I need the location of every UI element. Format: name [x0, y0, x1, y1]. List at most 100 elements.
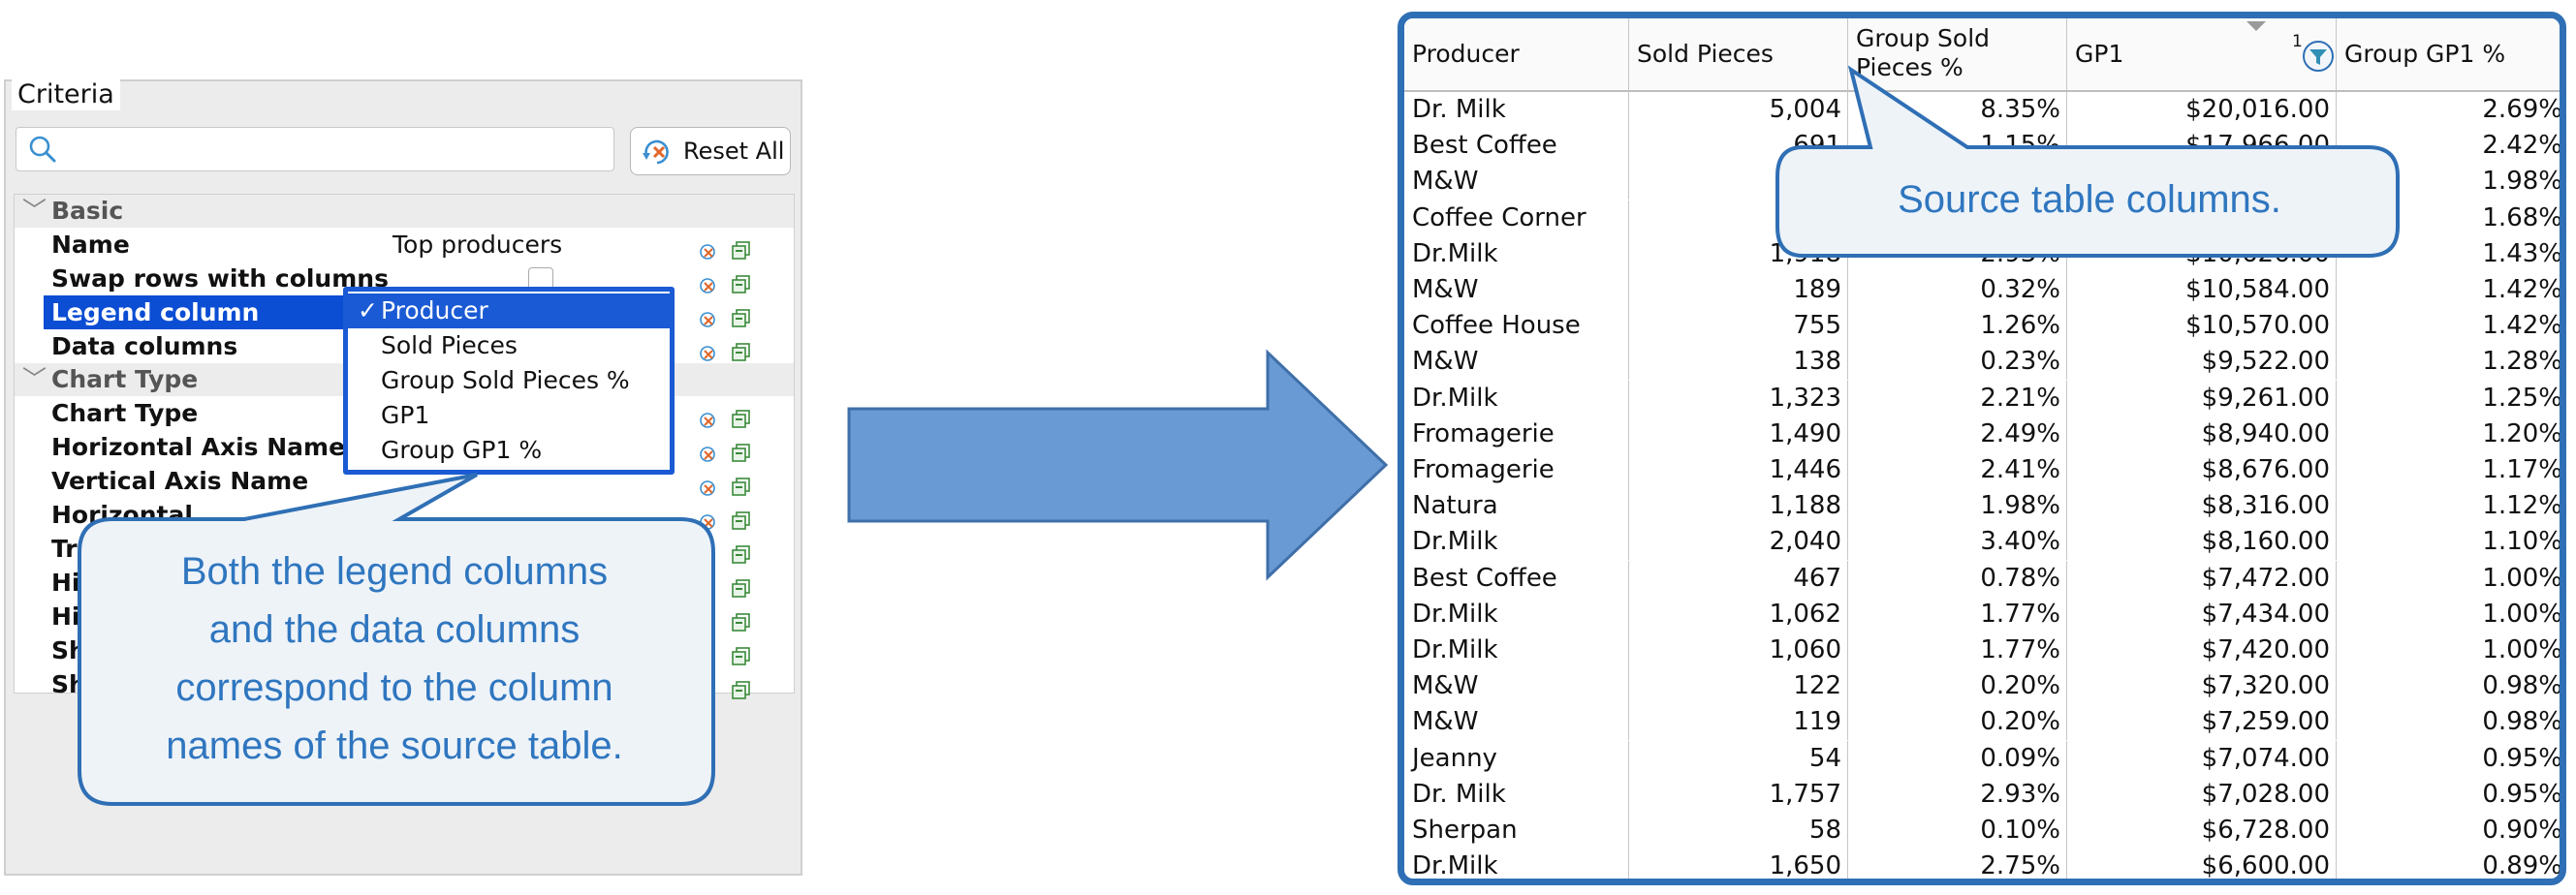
table-cell[interactable]: 1.17% [2337, 452, 2560, 488]
table-cell[interactable]: M&W [1404, 704, 1629, 741]
dropdown-option[interactable]: Sold Pieces [348, 328, 670, 363]
dropdown-option[interactable]: Group GP1 % [348, 433, 670, 468]
table-cell[interactable]: $7,028.00 [2067, 776, 2337, 813]
table-cell[interactable]: Best Coffee [1404, 560, 1629, 597]
table-cell[interactable]: 467 [1629, 560, 1848, 597]
copy-value-icon[interactable] [732, 506, 751, 530]
table-cell[interactable]: $7,472.00 [2067, 560, 2337, 597]
property-row[interactable]: Hi [15, 566, 794, 600]
table-cell[interactable]: 1,757 [1629, 776, 1848, 813]
table-cell[interactable]: 1.12% [2337, 488, 2560, 524]
clear-value-icon[interactable] [699, 303, 718, 327]
table-cell[interactable]: 8.35% [1848, 92, 2067, 128]
property-row[interactable]: Swap rows with columns [15, 262, 794, 295]
table-cell[interactable]: 0.95% [2337, 741, 2560, 777]
property-row[interactable]: Vertical Axis Name [15, 464, 794, 498]
copy-value-icon[interactable] [732, 235, 751, 260]
table-cell[interactable]: 2.93% [1848, 776, 2067, 813]
dropdown-option[interactable]: GP1 [348, 398, 670, 433]
table-cell[interactable]: 0.90% [2337, 813, 2560, 849]
table-cell[interactable]: Coffee House [1404, 308, 1629, 345]
property-row[interactable]: Horizontal [15, 498, 794, 532]
table-cell[interactable]: Dr.Milk [1404, 524, 1629, 561]
table-cell[interactable]: $6,728.00 [2067, 813, 2337, 849]
table-cell[interactable]: 2.41% [1848, 452, 2067, 488]
dropdown-option[interactable]: ✓Producer [348, 293, 670, 328]
table-cell[interactable]: 1.77% [1848, 633, 2067, 668]
table-cell[interactable]: M&W [1404, 164, 1629, 201]
table-cell[interactable]: 1,188 [1629, 488, 1848, 525]
table-cell[interactable]: 1.25% [2337, 381, 2560, 417]
table-cell[interactable]: Dr.Milk [1404, 849, 1629, 879]
table-cell[interactable]: 1.28% [2337, 344, 2560, 380]
table-cell[interactable]: 58 [1629, 813, 1848, 849]
table-cell[interactable]: 0.89% [2337, 849, 2560, 879]
table-cell[interactable]: 1.98% [2337, 164, 2560, 200]
table-cell[interactable]: 1.42% [2337, 308, 2560, 344]
table-cell[interactable]: 1,446 [1629, 452, 1848, 488]
clear-value-icon[interactable] [699, 472, 718, 496]
table-cell[interactable]: Dr. Milk [1404, 776, 1629, 813]
table-cell[interactable]: 0.20% [1848, 704, 2067, 741]
table-cell[interactable]: Dr.Milk [1404, 633, 1629, 668]
copy-value-icon[interactable] [732, 573, 751, 598]
copy-value-icon[interactable] [732, 303, 751, 327]
table-cell[interactable]: $8,940.00 [2067, 416, 2337, 452]
table-cell[interactable]: $8,676.00 [2067, 452, 2337, 488]
table-cell[interactable]: M&W [1404, 668, 1629, 705]
table-cell[interactable]: 0.10% [1848, 813, 2067, 849]
table-cell[interactable]: 2,040 [1629, 524, 1848, 561]
table-cell[interactable]: 2.75% [1848, 849, 2067, 879]
table-cell[interactable]: 119 [1629, 704, 1848, 741]
table-cell[interactable]: 0.32% [1848, 272, 2067, 308]
table-cell[interactable]: 1,490 [1629, 416, 1848, 452]
copy-value-icon[interactable] [732, 540, 751, 564]
table-cell[interactable]: 1,323 [1629, 380, 1848, 417]
table-cell[interactable]: 1,650 [1629, 849, 1848, 879]
table-cell[interactable]: $7,320.00 [2067, 668, 2337, 705]
group-header[interactable]: ﹀Basic [15, 195, 794, 228]
table-cell[interactable]: 1.26% [1848, 308, 2067, 345]
filter-icon[interactable] [2302, 40, 2335, 73]
table-cell[interactable]: 0.98% [2337, 704, 2560, 740]
table-cell[interactable]: 1.42% [2337, 272, 2560, 308]
copy-value-icon[interactable] [732, 472, 751, 496]
property-row[interactable]: Chart Type [15, 396, 794, 430]
table-cell[interactable]: 1.00% [2337, 633, 2560, 668]
table-cell[interactable]: M&W [1404, 272, 1629, 308]
table-cell[interactable]: $6,600.00 [2067, 849, 2337, 879]
table-cell[interactable]: 0.78% [1848, 560, 2067, 597]
property-row[interactable]: Horizontal Axis Name [15, 430, 794, 464]
table-cell[interactable]: $8,316.00 [2067, 488, 2337, 525]
table-cell[interactable]: Jeanny [1404, 740, 1629, 777]
table-cell[interactable]: 1.43% [2337, 236, 2560, 272]
table-cell[interactable]: $7,434.00 [2067, 596, 2337, 633]
copy-value-icon[interactable] [732, 269, 751, 293]
table-cell[interactable]: 2.21% [1848, 380, 2067, 417]
table-cell[interactable]: 3.40% [1848, 524, 2067, 561]
table-cell[interactable]: Sherpan [1404, 813, 1629, 849]
table-cell[interactable]: 2.49% [1848, 416, 2067, 452]
copy-value-icon[interactable] [732, 337, 751, 361]
table-cell[interactable]: 1.10% [2337, 524, 2560, 560]
clear-value-icon[interactable] [699, 269, 718, 293]
table-cell[interactable]: 54 [1629, 740, 1848, 777]
dropdown-option[interactable]: Group Sold Pieces % [348, 363, 670, 398]
table-cell[interactable]: Coffee Corner [1404, 200, 1629, 236]
table-cell[interactable]: 1,060 [1629, 633, 1848, 668]
copy-value-icon[interactable] [732, 675, 751, 699]
copy-value-icon[interactable] [732, 641, 751, 665]
table-cell[interactable]: Best Coffee [1404, 128, 1629, 165]
table-cell[interactable]: 1.98% [1848, 488, 2067, 525]
table-cell[interactable]: 1.00% [2337, 597, 2560, 633]
table-cell[interactable]: 138 [1629, 344, 1848, 381]
table-cell[interactable]: Dr. Milk [1404, 92, 1629, 128]
table-cell[interactable]: 1.20% [2337, 417, 2560, 452]
table-cell[interactable]: Natura [1404, 488, 1629, 525]
table-cell[interactable]: 2.69% [2337, 92, 2560, 128]
table-cell[interactable]: 1,062 [1629, 596, 1848, 633]
column-header[interactable]: Group GP1 % [2337, 18, 2560, 92]
column-header[interactable]: Producer [1404, 18, 1629, 92]
